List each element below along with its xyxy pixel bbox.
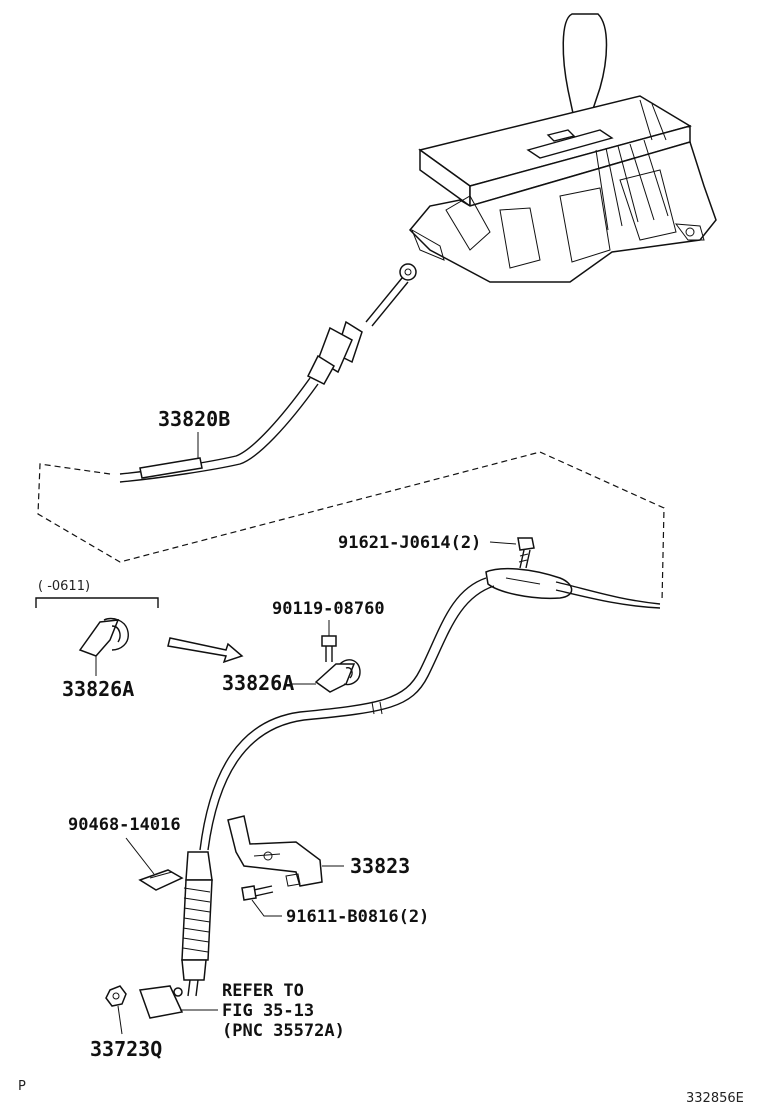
bracket-icon [227,815,323,887]
part-label-33820b: 33820B [158,407,230,431]
date-range-note: ( -0611) [38,579,90,594]
control-cable-upper [119,263,417,483]
refer-note-line2: FIG 35-13 [222,1001,314,1021]
replacement-arrow-icon [167,637,244,664]
bolt-top-icon [517,537,535,569]
part-label-33826a-old: 33826A [62,677,134,701]
part-label-33823: 33823 [350,854,410,878]
part-label-90468-14016: 90468-14016 [68,815,181,835]
range-bracket [35,597,159,608]
corner-mark: P [18,1079,26,1094]
shift-lever-assembly [408,13,717,283]
diagram-id: 332856E [686,1091,744,1106]
retainer-icon [138,869,184,891]
bolt-bracket-icon [241,885,274,901]
part-label-91611-b0816: 91611-B0816(2) [286,907,429,927]
refer-note-line1: REFER TO [222,981,304,1001]
nut-icon [105,985,127,1007]
refer-note-line3: (PNC 35572A) [222,1021,345,1041]
part-label-91621-j0614: 91621-J0614(2) [338,533,481,553]
part-label-33723q: 33723Q [90,1037,162,1061]
bolt-clip-icon [321,635,337,662]
clip-new-icon [314,659,361,693]
part-label-90119-08760: 90119-08760 [272,599,385,619]
part-label-33826a-new: 33826A [222,671,294,695]
clip-old-icon [78,617,129,676]
control-cable-lower [138,567,661,1019]
connection-dashed-outline [37,451,665,603]
